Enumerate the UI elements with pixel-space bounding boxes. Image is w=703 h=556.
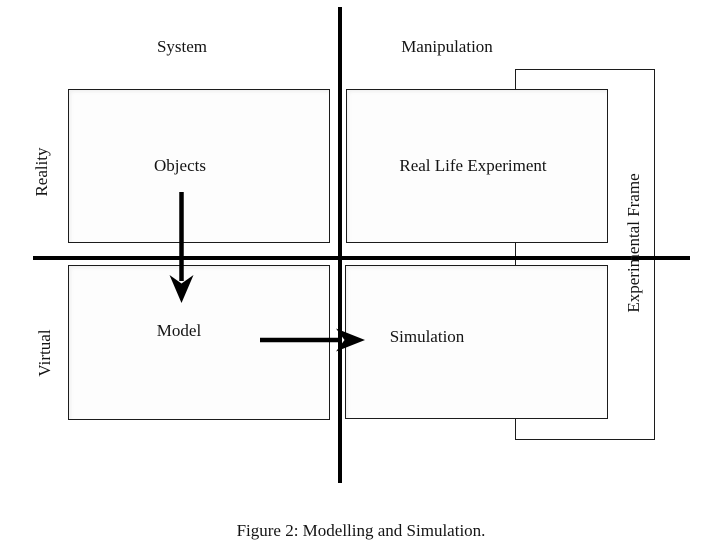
- column-header-manipulation: Manipulation: [401, 37, 493, 56]
- vertical-divider-line: [338, 7, 342, 483]
- column-header-system: System: [156, 37, 208, 56]
- real-life-experiment-box: [346, 89, 608, 243]
- objects-box: [68, 89, 330, 243]
- row-label-virtual: Virtual: [35, 329, 54, 377]
- real-life-experiment-box-label: Real Life Experiment: [399, 156, 547, 175]
- objects-box-label: Objects: [154, 156, 206, 175]
- figure-caption: Figure 2: Modelling and Simulation.: [236, 521, 486, 540]
- simulation-box: [345, 265, 608, 419]
- simulation-box-label: Simulation: [389, 327, 465, 346]
- model-box-label: Model: [156, 321, 202, 340]
- experimental-frame-rect: [515, 69, 655, 440]
- row-label-reality: Reality: [32, 147, 51, 197]
- horizontal-divider-line: [33, 256, 690, 260]
- experimental-frame-label: Experimental Frame: [624, 173, 643, 313]
- model-box: [68, 265, 330, 420]
